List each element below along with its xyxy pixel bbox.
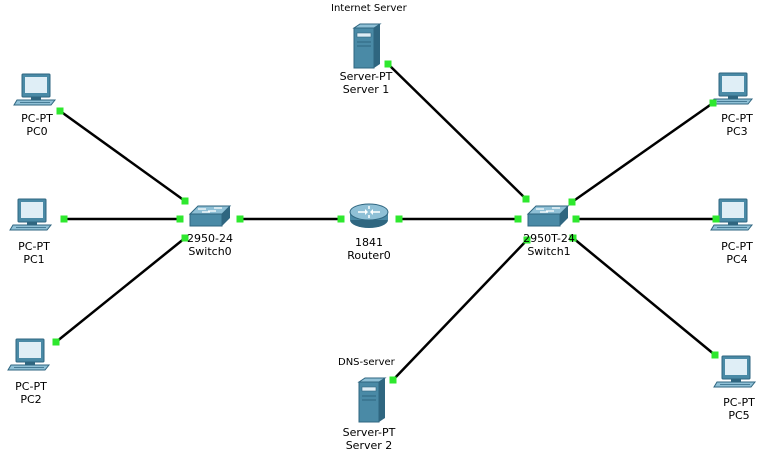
router0-model: 1841 [355,236,383,249]
switch0-model: 2950-24 [187,232,233,245]
pc2-name: PC2 [20,393,42,406]
link-server2-switch1[interactable] [392,239,528,381]
port-status-light [384,60,392,68]
switch1-label[interactable]: 2950T-24 Switch1 [509,232,589,258]
switch0-switch-icon[interactable] [189,205,231,227]
pc3-name: PC3 [726,125,748,138]
pc5-name: PC5 [728,409,750,422]
pc1-pc-icon[interactable] [9,198,52,231]
pc2-model: PC-PT [15,380,47,393]
server2-model: Server-PT [342,426,396,439]
pc1-name: PC1 [23,253,45,266]
switch1-name: Switch1 [527,245,571,258]
switch0-name: Switch0 [188,245,232,258]
router0-name: Router0 [347,249,391,262]
port-status-light [711,351,719,359]
port-status-light [337,215,345,223]
port-status-light [572,215,580,223]
server2-name: Server 2 [345,439,393,452]
pc3-label[interactable]: PC-PT PC3 [697,112,774,138]
port-status-light [181,234,189,242]
link-pc0-switch0[interactable] [59,109,186,203]
pc0-name: PC0 [26,125,48,138]
server2-server-icon[interactable] [358,377,386,423]
link-pc2-switch0[interactable] [55,237,186,343]
pc3-model: PC-PT [721,112,753,125]
server1-server-icon[interactable] [353,23,381,69]
port-status-light [522,195,530,203]
pc0-label[interactable]: PC-PT PC0 [0,112,77,138]
router0-router-icon[interactable] [349,203,389,229]
pc5-model: PC-PT [723,396,755,409]
internet-server-note: Internet Server [331,3,407,14]
port-status-light [523,236,531,244]
pc3-pc-icon[interactable] [710,72,753,105]
switch1-model: 2950T-24 [523,232,575,245]
server2-label[interactable]: Server-PT Server 2 [329,426,409,452]
pc2-label[interactable]: PC-PT PC2 [0,380,71,406]
link-switch1-pc3[interactable] [571,101,714,204]
link-switch1-pc5[interactable] [572,237,716,356]
dns-server-note: DNS-server [338,357,395,368]
port-status-light [712,215,720,223]
server1-model: Server-PT [339,70,393,83]
port-status-light [568,198,576,206]
pc4-model: PC-PT [721,240,753,253]
server1-label[interactable]: Server-PT Server 1 [326,70,406,96]
switch0-label[interactable]: 2950-24 Switch0 [170,232,250,258]
pc4-label[interactable]: PC-PT PC4 [697,240,774,266]
pc5-pc-icon[interactable] [713,355,756,388]
port-status-light [60,215,68,223]
pc4-name: PC4 [726,253,748,266]
router0-label[interactable]: 1841 Router0 [329,236,409,262]
pc5-label[interactable]: PC-PT PC5 [699,396,774,422]
port-status-light [176,215,184,223]
pc1-label[interactable]: PC-PT PC1 [0,240,74,266]
pc0-pc-icon[interactable] [13,73,56,106]
port-status-light [569,234,577,242]
port-status-light [236,215,244,223]
port-status-light [514,215,522,223]
pc1-model: PC-PT [18,240,50,253]
port-status-light [52,338,60,346]
port-status-light [395,215,403,223]
link-server1-switch1[interactable] [387,63,527,200]
port-status-light [181,197,189,205]
server1-name: Server 1 [342,83,390,96]
port-status-light [56,107,64,115]
port-status-light [389,376,397,384]
pc2-pc-icon[interactable] [7,338,50,371]
pc4-pc-icon[interactable] [710,198,753,231]
switch1-switch-icon[interactable] [527,205,569,227]
pc0-model: PC-PT [21,112,53,125]
port-status-light [709,99,717,107]
